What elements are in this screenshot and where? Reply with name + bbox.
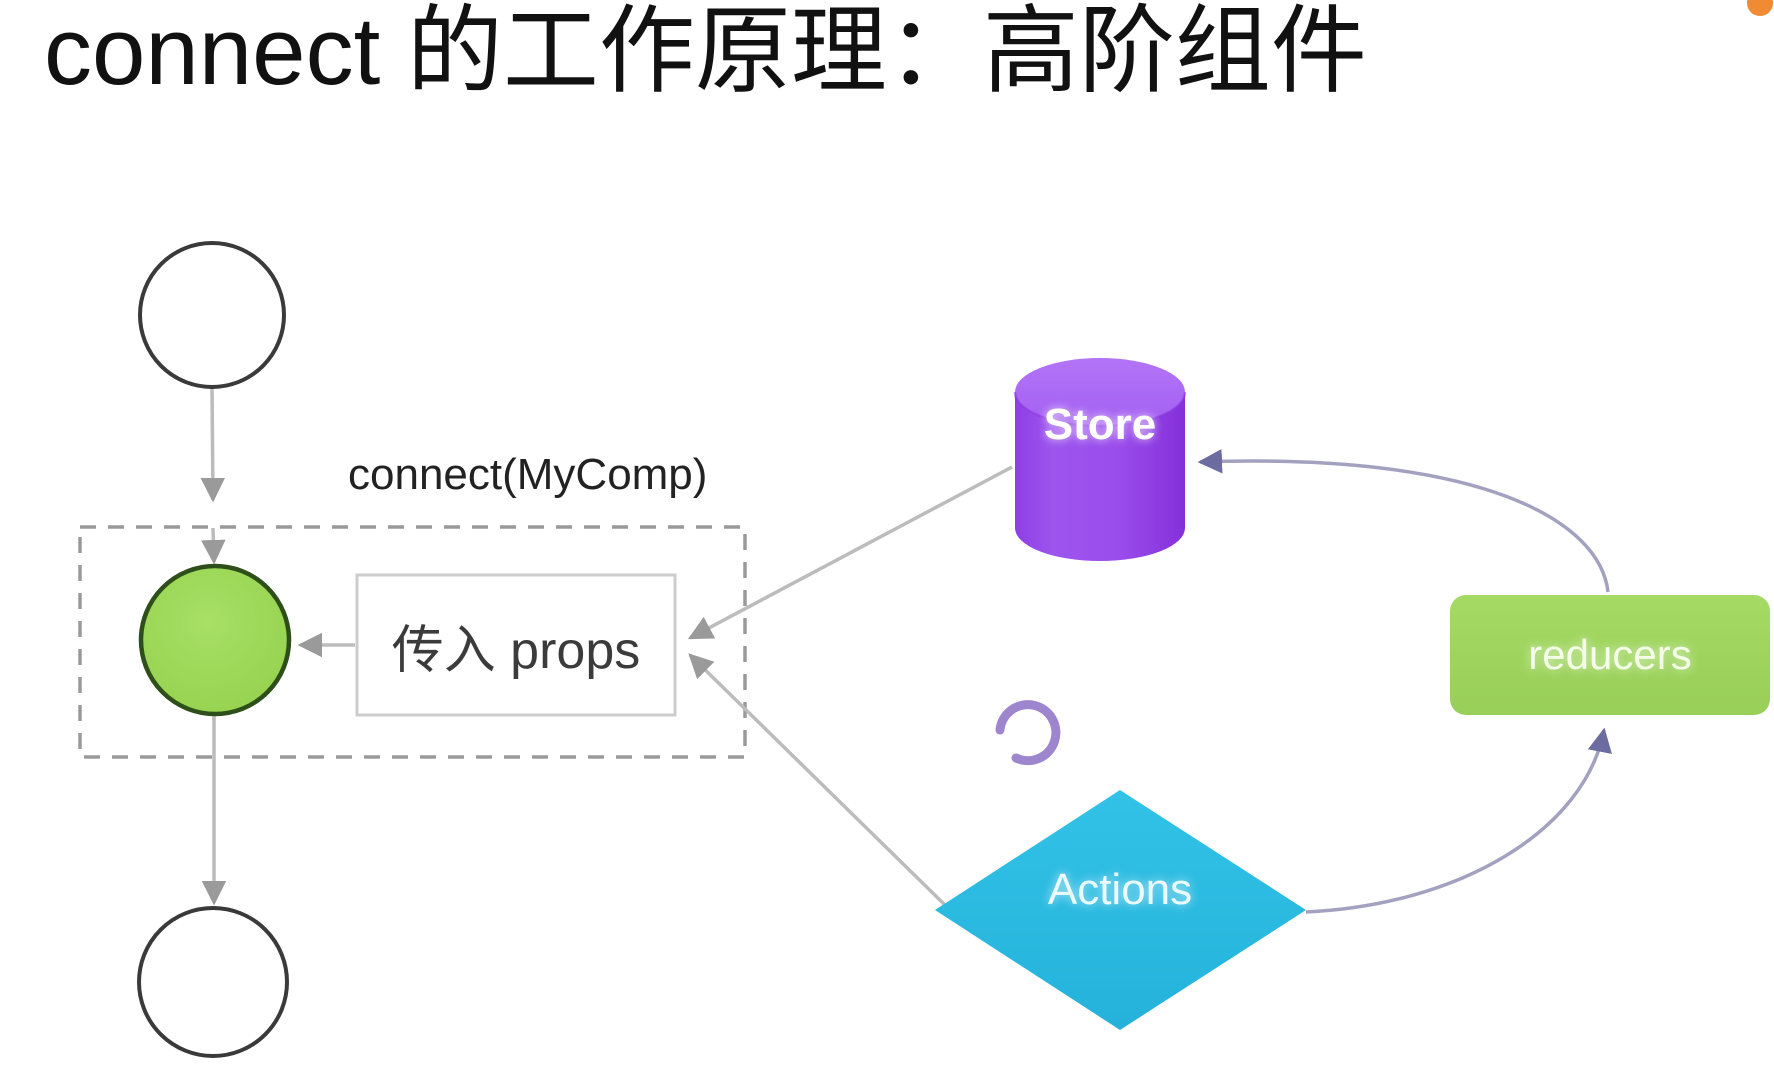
corner-accent-dot <box>1747 0 1773 16</box>
edge-actions-to-reducers <box>1305 727 1612 914</box>
node-child-component[interactable] <box>137 906 289 1058</box>
edge-actions-to-props <box>688 653 947 907</box>
edge-reducers-to-store <box>1197 448 1610 593</box>
node-wrapped-component[interactable] <box>138 563 292 717</box>
node-reducers-box[interactable] <box>1450 595 1770 715</box>
node-actions-diamond[interactable] <box>935 790 1306 1030</box>
edge-parent-to-wrapped-2 <box>201 527 226 565</box>
page-title: connect 的工作原理：高阶组件 <box>44 0 1367 105</box>
node-parent-component[interactable] <box>138 241 286 389</box>
actions-loop-icon <box>995 700 1061 766</box>
edge-parent-to-wrapped <box>200 387 226 503</box>
node-store-cylinder[interactable] <box>1013 358 1187 561</box>
edge-store-to-props <box>687 465 1013 640</box>
node-props-box[interactable] <box>355 573 677 717</box>
